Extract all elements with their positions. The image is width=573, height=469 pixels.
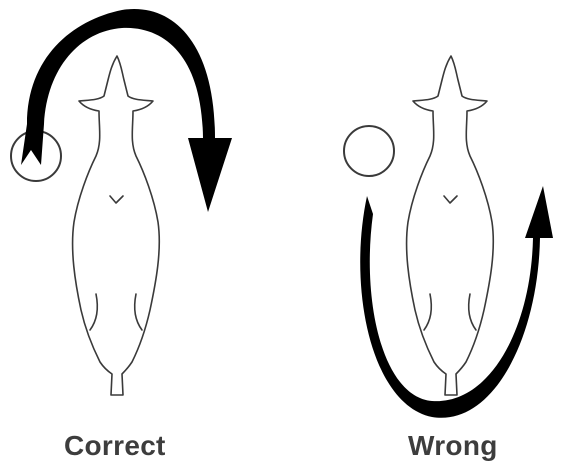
animal-top-view-icon xyxy=(407,56,494,395)
correct-illustration xyxy=(0,0,286,469)
animal-top-view-icon xyxy=(73,56,160,395)
wrong-illustration xyxy=(287,0,573,469)
clockwise-arrow-icon xyxy=(21,9,232,212)
correct-panel: Correct xyxy=(0,0,286,469)
correct-label: Correct xyxy=(64,430,166,462)
handler-position-circle xyxy=(344,126,394,176)
wrong-panel: Wrong xyxy=(287,0,573,469)
wrong-label: Wrong xyxy=(408,430,498,462)
